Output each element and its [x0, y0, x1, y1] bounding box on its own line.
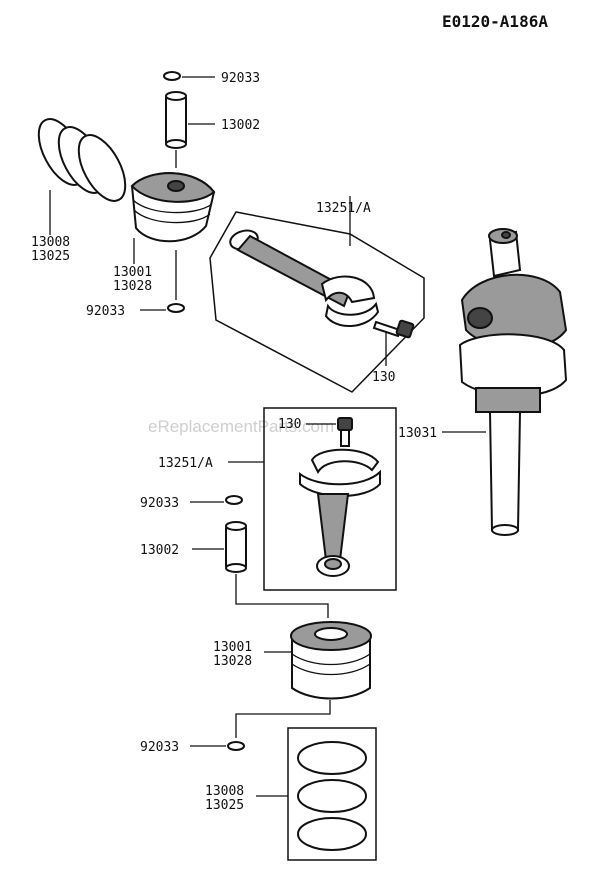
snap-ring-mid[interactable] [167, 303, 185, 313]
label-bolt-bottom[interactable]: 130 [278, 417, 301, 432]
label-piston-bottom-b[interactable]: 13028 [213, 654, 252, 669]
label-snap-ring-left[interactable]: 92033 [140, 496, 179, 511]
bolt-bottom[interactable] [337, 417, 353, 447]
label-crankshaft[interactable]: 13031 [398, 426, 437, 441]
label-snap-ring-bottom[interactable]: 92033 [140, 740, 179, 755]
conrod-bottom-box [263, 407, 397, 591]
snap-ring-left[interactable] [225, 495, 243, 505]
crankshaft[interactable] [458, 228, 568, 536]
label-snap-ring-top[interactable]: 92033 [221, 71, 260, 86]
watermark: eReplacementParts.com [148, 417, 334, 436]
label-bolt-top[interactable]: 130 [372, 370, 395, 385]
label-ring-set-top-a[interactable]: 13008 [31, 235, 70, 250]
ring-set-bottom[interactable] [297, 741, 367, 851]
label-piston-bottom-a[interactable]: 13001 [213, 640, 252, 655]
label-conrod-bottom[interactable]: 13251/A [158, 456, 213, 471]
diagram-code: E0120-A186A [442, 12, 548, 31]
label-piston-pin-bottom[interactable]: 13002 [140, 543, 179, 558]
leader-piston-to-snap-bottom [235, 700, 331, 738]
leader-pin-to-piston [235, 574, 329, 618]
label-ring-set-bottom-b[interactable]: 13025 [205, 798, 244, 813]
ring-set-bottom-box [287, 727, 377, 861]
label-piston-top-b[interactable]: 13028 [113, 279, 152, 294]
piston-pin-top[interactable] [165, 91, 187, 149]
piston-pin-bottom[interactable] [225, 521, 247, 573]
ring-set-top[interactable] [29, 112, 135, 208]
conrod-top[interactable] [228, 228, 380, 328]
bolt-top[interactable] [372, 319, 415, 339]
snap-ring-bottom[interactable] [227, 741, 245, 751]
snap-ring-top[interactable] [163, 71, 181, 81]
piston-top[interactable] [130, 172, 216, 243]
conrod-top-box [209, 211, 425, 393]
label-snap-ring-mid[interactable]: 92033 [86, 304, 125, 319]
conrod-bottom[interactable] [299, 448, 381, 577]
piston-bottom[interactable] [290, 621, 372, 700]
label-piston-top-a[interactable]: 13001 [113, 265, 152, 280]
label-piston-pin-top[interactable]: 13002 [221, 118, 260, 133]
label-ring-set-top-b[interactable]: 13025 [31, 249, 70, 264]
label-conrod-top[interactable]: 13251/A [316, 201, 371, 216]
label-ring-set-bottom-a[interactable]: 13008 [205, 784, 244, 799]
